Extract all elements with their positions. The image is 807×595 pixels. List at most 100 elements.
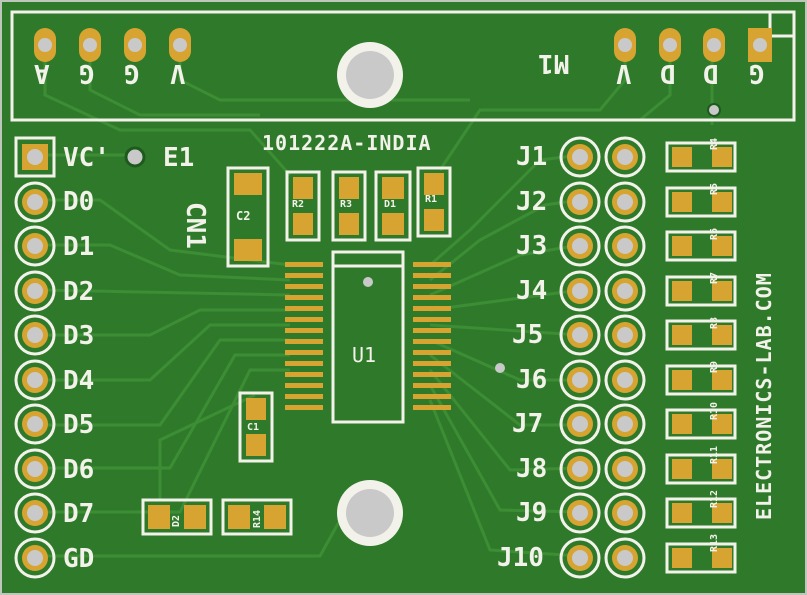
right-header-pad-a-hole bbox=[572, 149, 588, 165]
d1-pad bbox=[382, 177, 404, 199]
website-label: ELECTRONICS-LAB.COM bbox=[752, 272, 776, 520]
right-header-pad-a-hole bbox=[572, 505, 588, 521]
right-header-pad-b-outline bbox=[604, 359, 646, 401]
j-label: J3 bbox=[516, 231, 548, 261]
r3-pad bbox=[339, 177, 359, 199]
j-label: J9 bbox=[516, 498, 548, 528]
via bbox=[363, 277, 373, 287]
via bbox=[495, 363, 505, 373]
c2-pad bbox=[234, 239, 262, 261]
right-header-pad-b-outline bbox=[604, 448, 646, 490]
resistor-pad bbox=[672, 459, 692, 479]
top-header-hole bbox=[173, 38, 187, 52]
right-header-pad-b-hole bbox=[617, 416, 633, 432]
r1-pad bbox=[424, 173, 444, 195]
u1-pad-right bbox=[413, 361, 451, 366]
resistor-pad bbox=[672, 325, 692, 345]
resistor-pad bbox=[672, 503, 692, 523]
right-header-pad-a-outline bbox=[559, 270, 601, 312]
c2-outline bbox=[226, 166, 270, 268]
left-header-hole bbox=[27, 149, 43, 165]
designator: R14 bbox=[252, 509, 263, 528]
c1-pad bbox=[246, 434, 266, 456]
r3-outline bbox=[331, 170, 367, 242]
resistor-outline bbox=[665, 186, 737, 218]
u1-pad-left bbox=[285, 317, 323, 322]
left-header-pad-hole bbox=[27, 283, 43, 299]
right-header-pad-b-outline bbox=[604, 314, 646, 356]
u1-pad-right bbox=[413, 350, 451, 355]
left-header-pad-hole bbox=[27, 505, 43, 521]
right-header-pad-a-hole bbox=[572, 283, 588, 299]
u1-pad-left bbox=[285, 361, 323, 366]
designator-u1: U1 bbox=[352, 343, 377, 367]
left-header-pad-outline bbox=[14, 537, 56, 579]
right-header-pad-b-hole bbox=[617, 550, 633, 566]
left-pin-label: D6 bbox=[63, 455, 95, 485]
resistor-outline bbox=[665, 408, 737, 440]
module-outline bbox=[10, 10, 796, 122]
left-header-pad-hole bbox=[27, 238, 43, 254]
u1-pad-right bbox=[413, 372, 451, 377]
j-label: J4 bbox=[516, 276, 548, 306]
resistor-label: R5 bbox=[709, 182, 720, 195]
left-header-pad-outline bbox=[14, 359, 56, 401]
resistor-outline bbox=[665, 453, 737, 485]
top-pin-label: D bbox=[703, 58, 719, 88]
left-header-pad-outline bbox=[14, 270, 56, 312]
u1-pad-right bbox=[413, 295, 451, 300]
top-pin-label: A bbox=[34, 58, 50, 88]
designator: R2 bbox=[292, 199, 305, 210]
u1-pad-left bbox=[285, 273, 323, 278]
u1-pad-left bbox=[285, 372, 323, 377]
right-header-pad-b-outline bbox=[604, 225, 646, 267]
right-header-pad-b-outline bbox=[604, 403, 646, 445]
pin1-marker bbox=[768, 10, 796, 38]
r2-pad bbox=[293, 213, 313, 235]
resistor-outline bbox=[665, 497, 737, 529]
j-label: J2 bbox=[516, 187, 548, 217]
fiducial-e1 bbox=[124, 146, 146, 168]
d1-outline bbox=[374, 170, 412, 242]
copper-traces bbox=[39, 45, 714, 558]
left-pin-label: GD bbox=[63, 544, 95, 574]
u1-pad-right bbox=[413, 306, 451, 311]
left-pin-label: D4 bbox=[63, 366, 95, 396]
right-header-pad-a-outline bbox=[559, 181, 601, 223]
resistor-pad bbox=[712, 281, 732, 301]
right-header-pad-b-hole bbox=[617, 327, 633, 343]
left-header-pad-hole bbox=[27, 550, 43, 566]
u1-pad-left bbox=[285, 306, 323, 311]
u1-pad-left bbox=[285, 394, 323, 399]
left-header-pad-outline bbox=[14, 448, 56, 490]
fiducial-label: E1 bbox=[163, 143, 195, 173]
right-header-pad-a-outline bbox=[559, 448, 601, 490]
left-pin-label: D2 bbox=[63, 277, 95, 307]
resistor-pad bbox=[672, 281, 692, 301]
r1-pad bbox=[424, 209, 444, 231]
left-header-pad-outline bbox=[14, 314, 56, 356]
resistor-outline bbox=[665, 364, 737, 396]
right-header-pad-a-hole bbox=[572, 416, 588, 432]
top-header-hole bbox=[128, 38, 142, 52]
u1-pad-right bbox=[413, 328, 451, 333]
left-header-pad-outline bbox=[14, 403, 56, 445]
right-header-pad-b-outline bbox=[604, 181, 646, 223]
u1-pad-right bbox=[413, 394, 451, 399]
top-header-hole bbox=[618, 38, 632, 52]
left-header-pad-outline bbox=[14, 181, 56, 223]
d2-pad bbox=[184, 505, 206, 529]
resistor-outline bbox=[665, 230, 737, 262]
u1-pad-left bbox=[285, 350, 323, 355]
u1-pad-right bbox=[413, 262, 451, 267]
resistor-label: R11 bbox=[709, 445, 720, 464]
j-label: J8 bbox=[516, 454, 548, 484]
u1-pad-left bbox=[285, 383, 323, 388]
resistor-pad bbox=[672, 414, 692, 434]
c2-pad bbox=[234, 173, 262, 195]
right-header-pad-b-outline bbox=[604, 270, 646, 312]
top-pin-label: G bbox=[749, 58, 765, 88]
top-header-hole bbox=[663, 38, 677, 52]
resistor-pad bbox=[712, 147, 732, 167]
right-header-pad-a-outline bbox=[559, 492, 601, 534]
